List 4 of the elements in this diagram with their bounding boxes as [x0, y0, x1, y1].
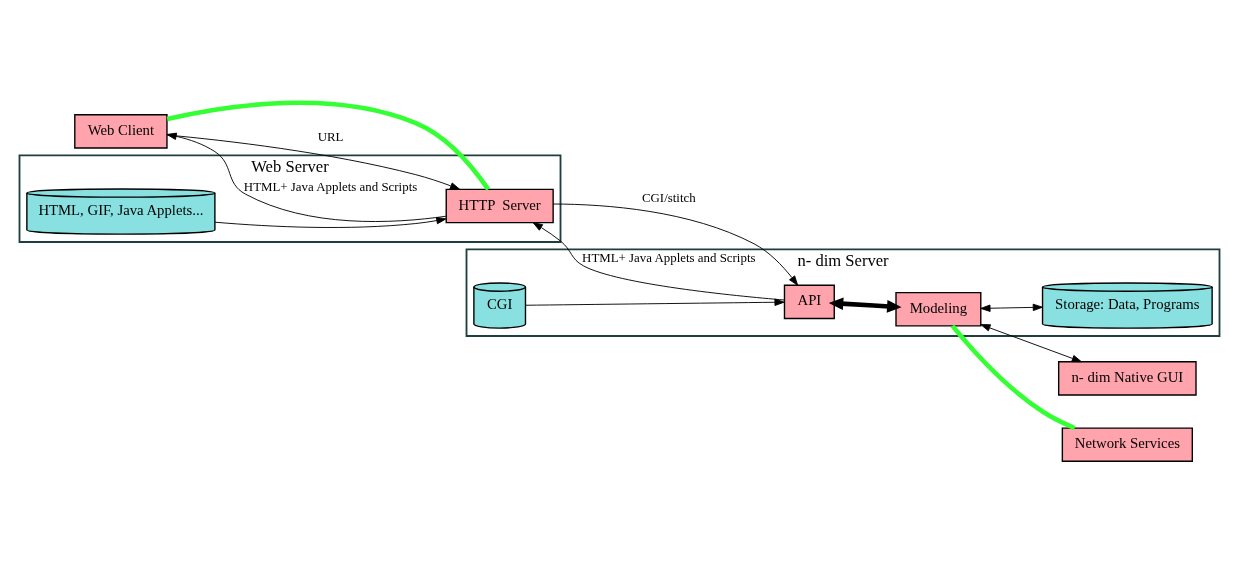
edge-label: HTML+ Java Applets and Scripts	[582, 251, 756, 266]
edge-label: CGI/stitch	[641, 190, 696, 205]
edge-label: HTML+ Java Applets and Scripts	[243, 179, 418, 194]
edge-label: URL	[317, 129, 344, 144]
